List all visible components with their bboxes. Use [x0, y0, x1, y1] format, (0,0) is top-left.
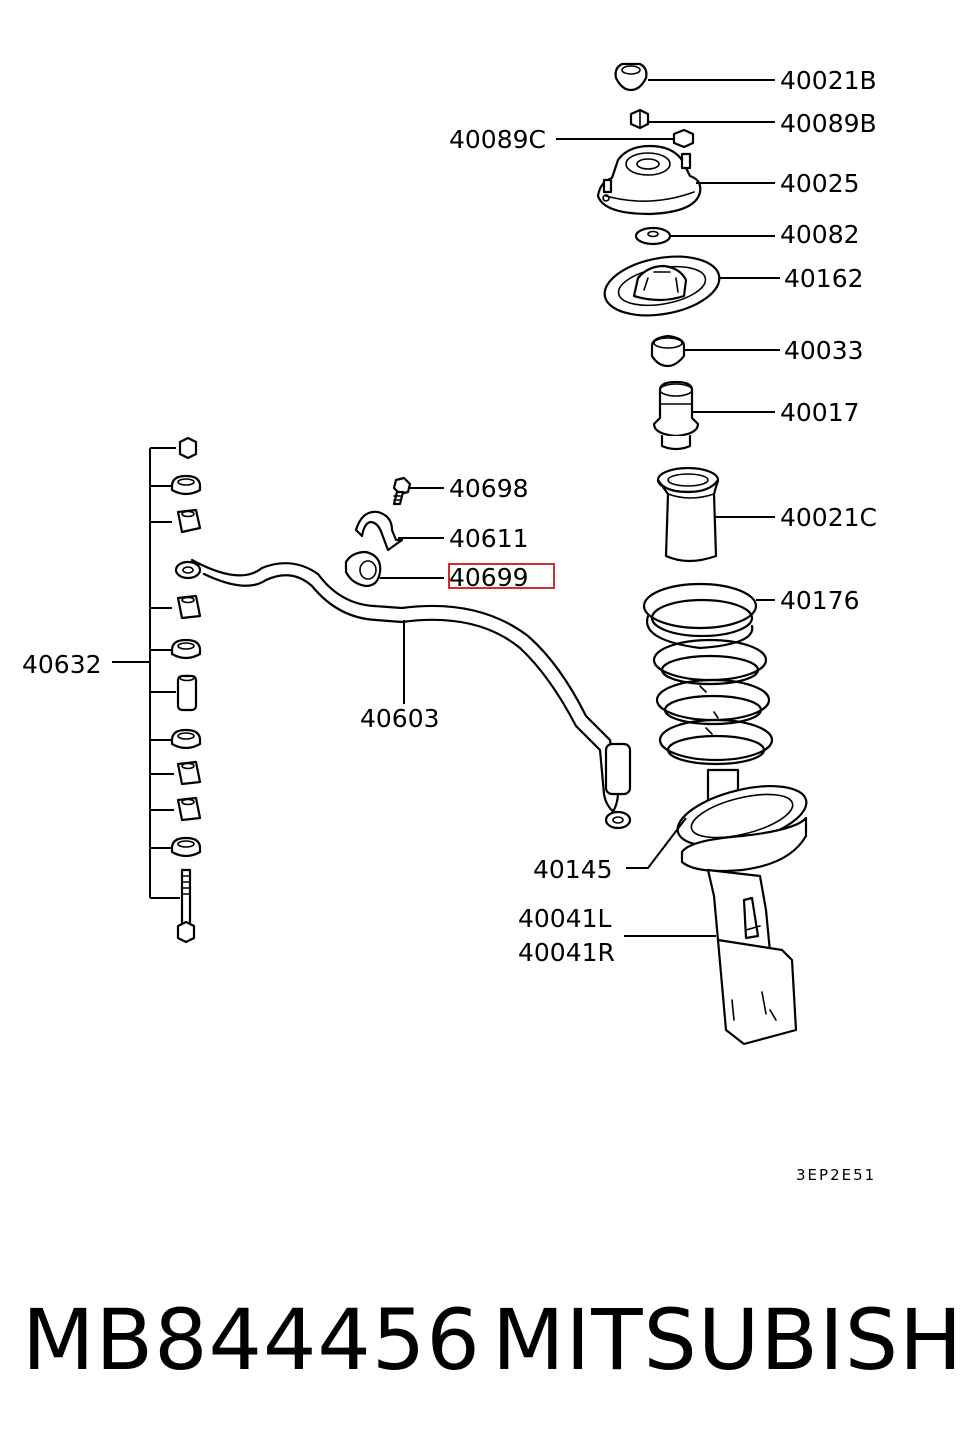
stabilizer-bar-40603 — [174, 558, 632, 830]
brand-name: MITSUBISHI — [492, 1291, 960, 1389]
bolt-40698 — [392, 476, 412, 506]
callout-40611: 40611 — [449, 524, 529, 553]
callout-40017: 40017 — [780, 398, 860, 427]
callout-40041l: 40041L — [518, 904, 612, 933]
part-number: MB844456 — [22, 1291, 481, 1389]
cap-40021b — [614, 62, 648, 92]
bump-stopper-40017 — [652, 380, 700, 451]
diagram-code: 3EP2E51 — [796, 1166, 876, 1184]
callout-40082: 40082 — [780, 220, 860, 249]
nut-40089c — [672, 128, 695, 149]
callout-40699: 40699 — [449, 563, 529, 592]
link-kit-40632 — [112, 436, 202, 944]
bump-rubber-40033 — [650, 334, 686, 368]
callout-40632: 40632 — [22, 650, 102, 679]
spring-seat-40162 — [603, 255, 721, 317]
nut-40089b — [629, 108, 650, 130]
callout-40025: 40025 — [780, 169, 860, 198]
strut-mount-40025 — [596, 144, 702, 216]
washer-40082 — [634, 226, 672, 246]
leader-lines — [380, 79, 780, 937]
bracket-40611 — [354, 510, 404, 552]
coil-spring-40176 — [642, 582, 774, 766]
callout-40162: 40162 — [784, 264, 864, 293]
bushing-40699 — [344, 550, 382, 588]
strut-body-40041 — [676, 768, 808, 1046]
callout-40089b: 40089B — [780, 109, 877, 138]
callout-40021c: 40021C — [780, 503, 877, 532]
callout-40698: 40698 — [449, 474, 529, 503]
callout-40176: 40176 — [780, 586, 860, 615]
callout-40089c: 40089C — [449, 125, 546, 154]
callout-40145: 40145 — [533, 855, 613, 884]
footer: MB844456 MITSUBISHI — [0, 1285, 960, 1395]
callout-40603: 40603 — [360, 704, 440, 733]
callout-40033: 40033 — [784, 336, 864, 365]
callout-40699-highlight — [448, 563, 555, 589]
callout-40021b: 40021B — [780, 66, 877, 95]
callout-40041r: 40041R — [518, 938, 615, 967]
dust-cover-40021c — [656, 466, 720, 563]
